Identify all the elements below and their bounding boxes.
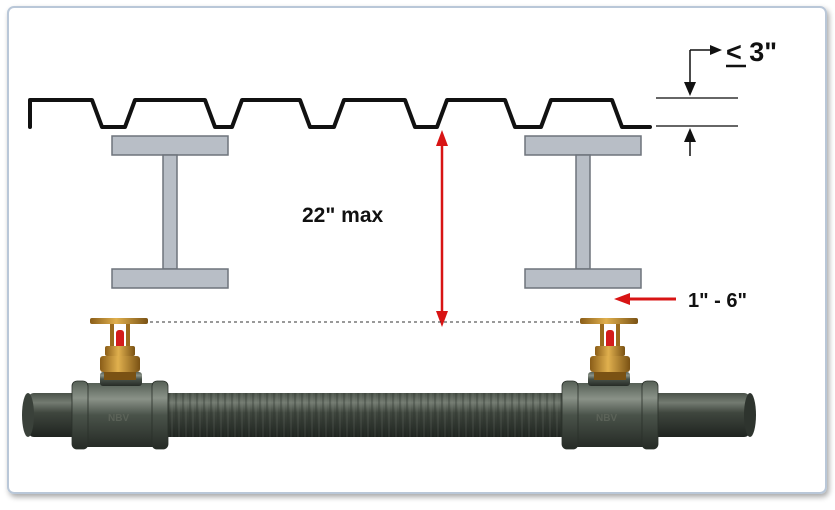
pipe-fitting-icon [561,372,659,450]
i-beam-icon [111,135,229,289]
i-beam-icon [524,135,642,289]
deflector-range-label: 1" - 6" [688,290,747,312]
deck-depth-dimension [656,45,738,156]
deflector-range-arrow [614,293,676,305]
max-distance-arrow [436,130,448,327]
deck-depth-label: < 3" [726,37,777,67]
steel-deck-icon [28,98,652,129]
sprinkler-head-icon [90,318,148,380]
pipe-marking-left: NBV [108,413,129,424]
pipe-fitting-icon [71,372,169,450]
pipe-marking-right: NBV [596,413,617,424]
sprinkler-head-icon [580,318,638,380]
max-distance-label: 22" max [302,204,384,227]
